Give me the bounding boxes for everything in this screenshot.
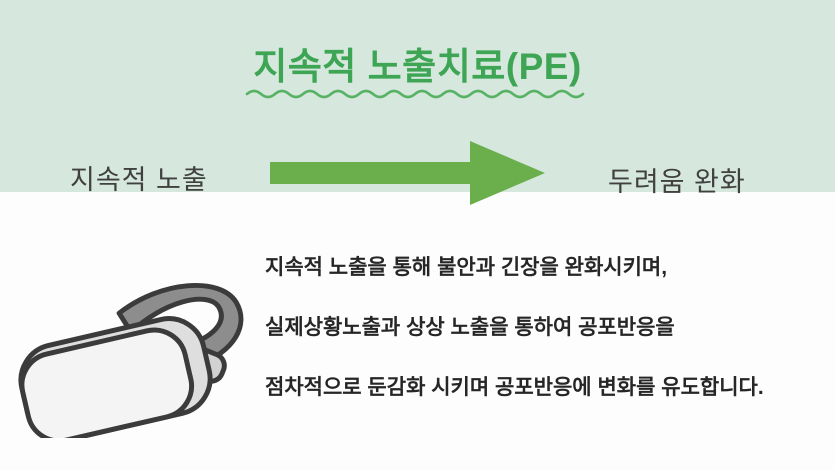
body-text: 지속적 노출을 통해 불안과 긴장을 완화시키며, 실제상황노출과 상상 노출을…	[265, 238, 825, 418]
slide-title: 지속적 노출치료(PE)	[253, 46, 582, 87]
right-arrow-icon	[270, 141, 545, 205]
body-line-2: 실제상황노출과 상상 노출을 통하여 공포반응을	[265, 316, 675, 339]
flow-right-label: 두려움 완화	[608, 167, 746, 197]
header-band	[0, 0, 835, 192]
flow-left-label: 지속적 노출	[70, 165, 208, 195]
wavy-underline-icon	[245, 89, 584, 99]
body-line-3: 점차적으로 둔감화 시키며 공포반응에 변화를 유도합니다.	[265, 376, 764, 399]
body-line-1: 지속적 노출을 통해 불안과 긴장을 완화시키며,	[265, 256, 668, 279]
vr-headset-icon	[18, 282, 244, 438]
